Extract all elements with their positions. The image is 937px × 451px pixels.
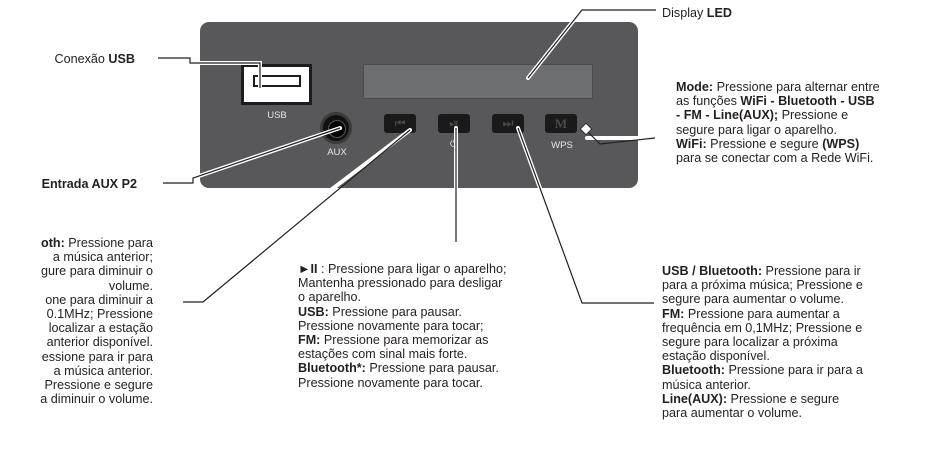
label-mode: Mode: Pressione para alternar entre as f… [676,80,880,166]
play-pause-button[interactable]: ⏯ [438,114,470,133]
label-prev: oth: Pressione para a música anterior; g… [40,236,153,407]
led-display [363,64,593,99]
leader-mode [583,127,656,145]
device-panel [200,22,638,188]
label-next: USB / Bluetooth: Pressione para ir para … [662,264,863,421]
anchor-mode [579,122,593,136]
label-usb-connection: Conexão USB [54,52,135,66]
prev-button[interactable]: ⏮ [384,114,416,133]
label-play-pause: ►II : Pressione para ligar o aparelho; M… [298,262,507,390]
usb-slot [253,75,301,87]
leader-display [527,9,656,79]
wps-label: WPS [551,140,573,151]
mode-button[interactable]: M [545,114,577,133]
leader-prev [183,129,411,303]
label-aux: Entrada AUX P2 [41,177,137,191]
aux-jack-label: AUX [327,147,347,158]
label-display: Display LED [662,6,732,20]
usb-port [241,64,312,105]
usb-port-label: USB [267,110,287,121]
next-button[interactable]: ⏭ [492,114,524,133]
leader-next [517,127,654,304]
leader-aux [163,127,341,184]
leader-usb [158,57,261,88]
power-icon: ⏻ [450,139,458,150]
